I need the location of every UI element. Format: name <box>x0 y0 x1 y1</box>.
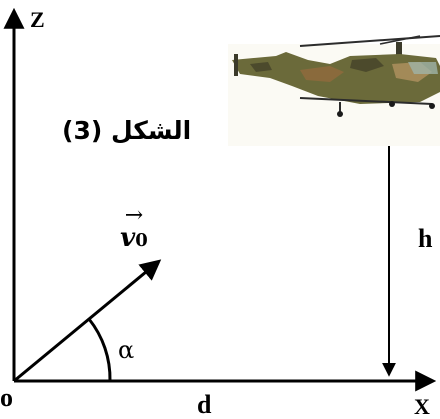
helicopter-picture <box>228 35 440 146</box>
angle-label: α <box>118 336 135 364</box>
x-axis-label: X <box>414 394 430 419</box>
velocity-vector <box>13 259 162 383</box>
initial-velocity-label: → v0 <box>118 205 150 254</box>
origin-label: o <box>0 383 13 412</box>
figure-caption: الشكل (3) <box>62 116 192 145</box>
height-label: h <box>418 224 433 253</box>
velocity-symbol: v <box>120 223 136 253</box>
z-axis-label: Z <box>30 7 45 32</box>
vector-arrow-icon: → <box>124 203 144 228</box>
velocity-subscript: 0 <box>135 230 148 251</box>
angle-arc <box>87 318 112 382</box>
distance-label: d <box>197 390 212 419</box>
